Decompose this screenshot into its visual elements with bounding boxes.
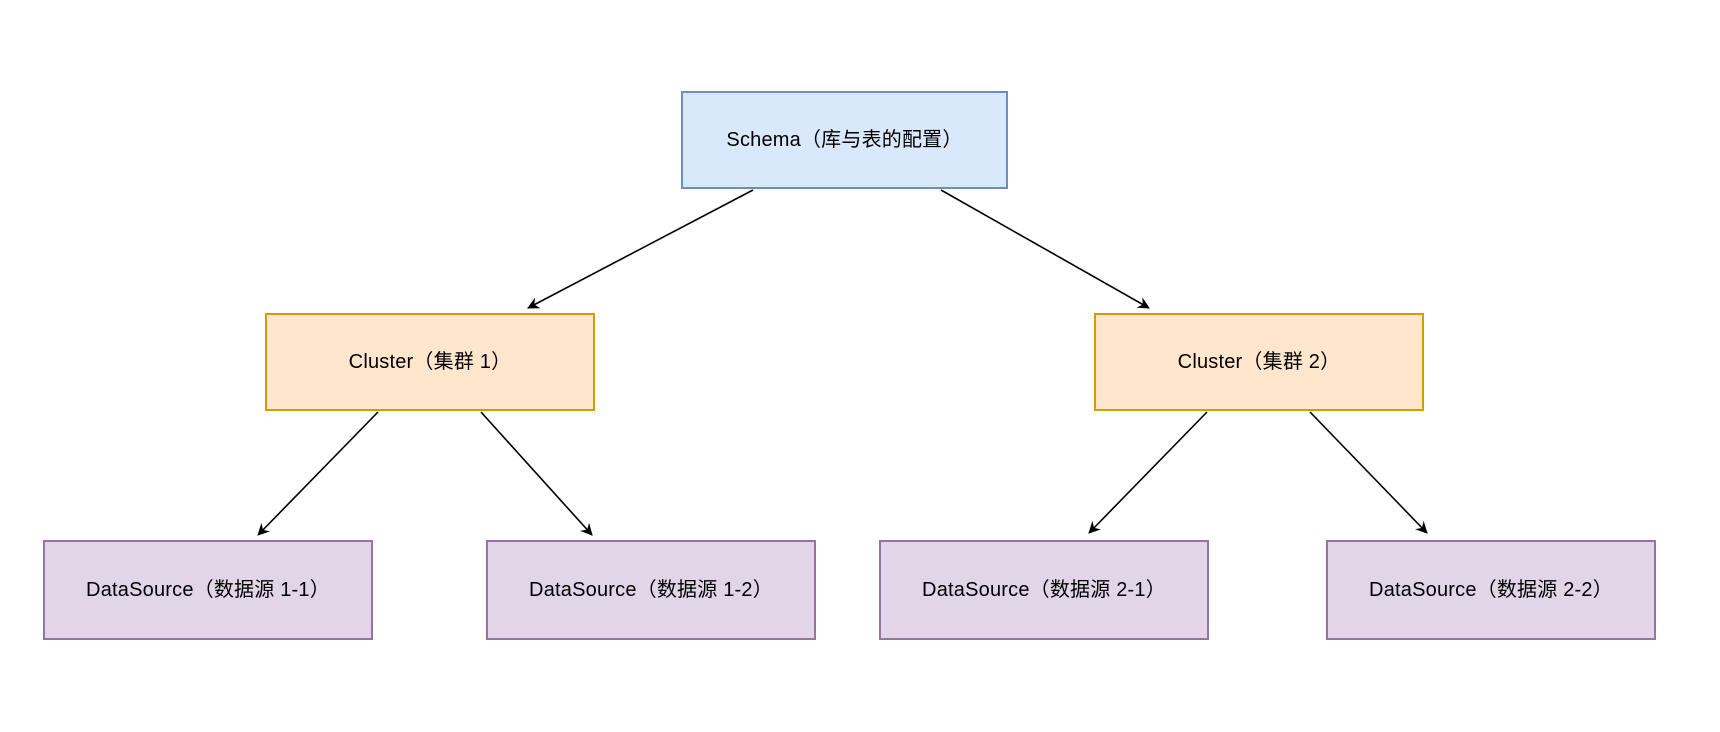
node-datasource-1-1[interactable]: DataSource（数据源 1-1） <box>43 540 373 640</box>
edge-schema-cluster2 <box>940 189 1150 309</box>
edge-schema-cluster1 <box>527 189 754 309</box>
node-datasource-1-1-label: DataSource（数据源 1-1） <box>86 579 330 601</box>
node-datasource-2-1-label: DataSource（数据源 2-1） <box>922 579 1166 601</box>
edge-cluster2-ds21 <box>1088 411 1208 534</box>
node-cluster-2-label: Cluster（集群 2） <box>1177 351 1341 373</box>
node-datasource-2-2-label: DataSource（数据源 2-2） <box>1369 579 1613 601</box>
node-cluster-1-label: Cluster（集群 1） <box>348 351 512 373</box>
node-cluster-2[interactable]: Cluster（集群 2） <box>1094 313 1424 411</box>
edge-cluster1-ds11 <box>257 411 379 536</box>
edge-cluster1-ds12 <box>480 411 593 536</box>
node-cluster-1[interactable]: Cluster（集群 1） <box>265 313 595 411</box>
node-datasource-2-1[interactable]: DataSource（数据源 2-1） <box>879 540 1209 640</box>
node-schema-label: Schema（库与表的配置） <box>726 129 963 151</box>
node-datasource-2-2[interactable]: DataSource（数据源 2-2） <box>1326 540 1656 640</box>
node-datasource-1-2-label: DataSource（数据源 1-2） <box>529 579 773 601</box>
node-schema[interactable]: Schema（库与表的配置） <box>681 91 1008 189</box>
node-datasource-1-2[interactable]: DataSource（数据源 1-2） <box>486 540 816 640</box>
edge-cluster2-ds22 <box>1309 411 1428 534</box>
